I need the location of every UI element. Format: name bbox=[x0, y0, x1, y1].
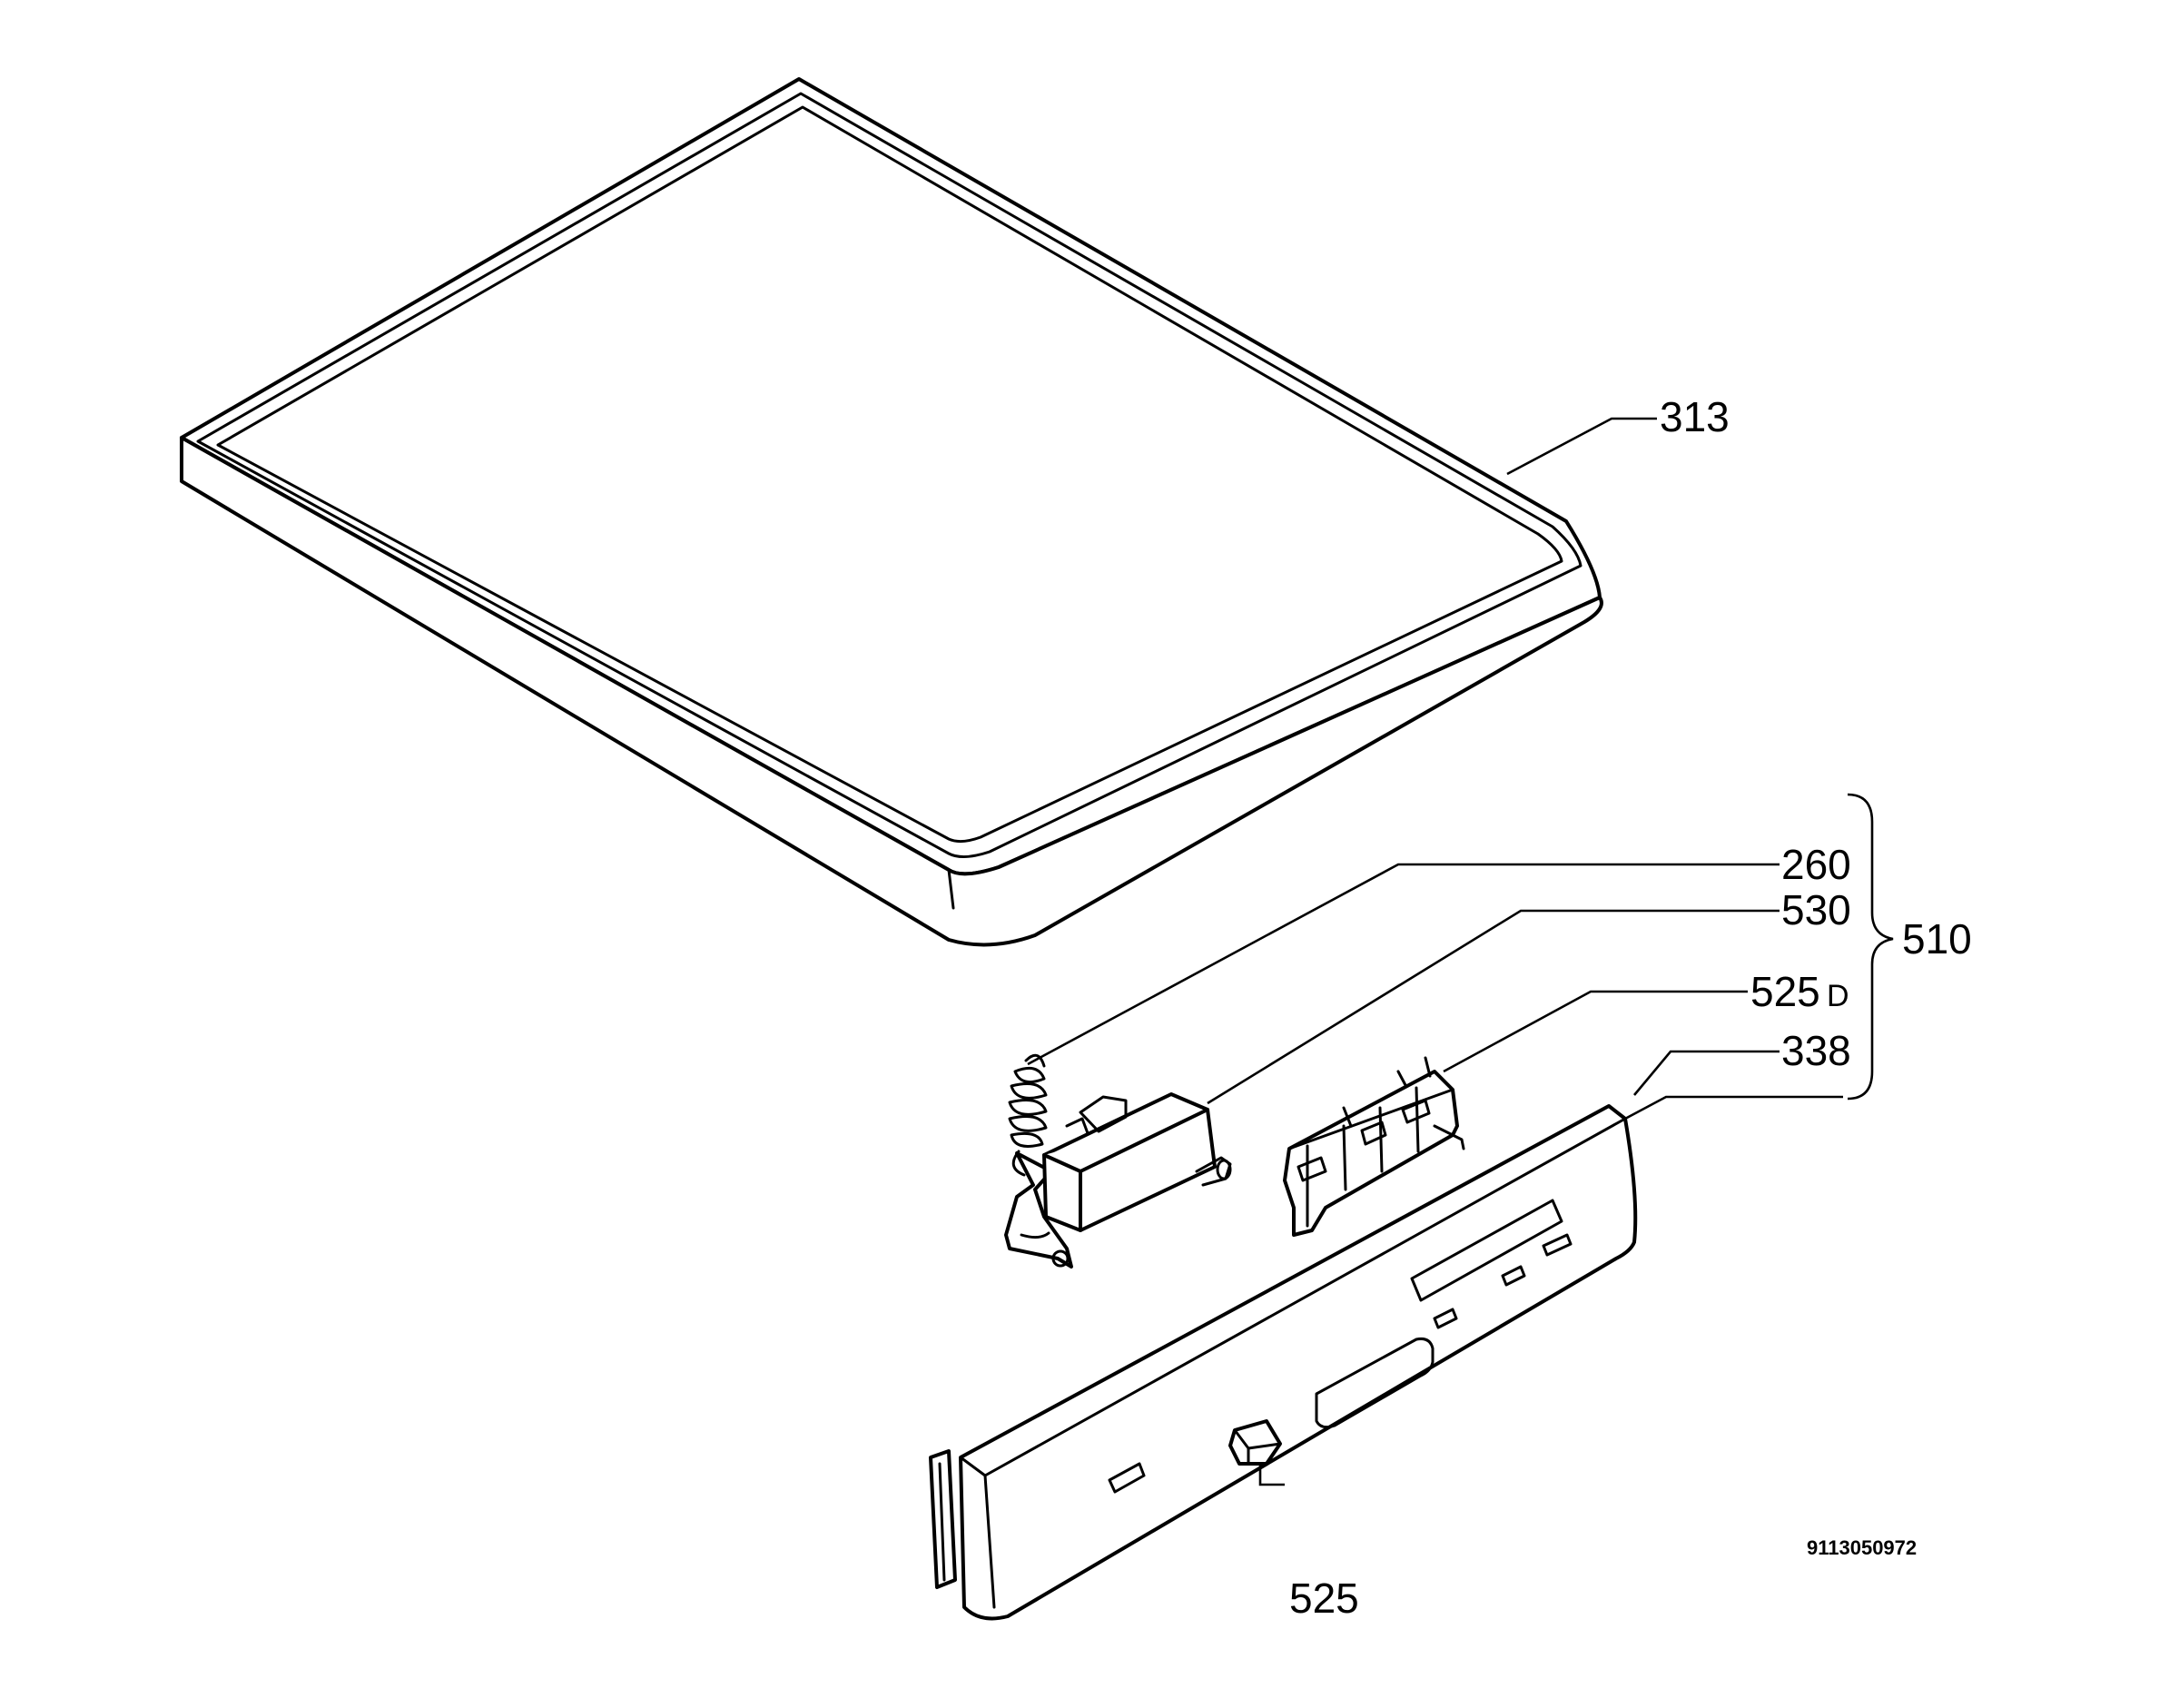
knob-part bbox=[1228, 1419, 1282, 1466]
control-panel-part bbox=[929, 1104, 1638, 1621]
callout-260: 260 bbox=[1781, 841, 1851, 888]
callout-530: 530 bbox=[1781, 886, 1851, 933]
electronic-board-part bbox=[1283, 1056, 1465, 1237]
callout-525d: 525 bbox=[1750, 968, 1820, 1015]
document-code: 9113050972 bbox=[1807, 1536, 1917, 1559]
callout-313: 313 bbox=[1660, 393, 1730, 440]
leader-lines bbox=[1027, 417, 1843, 1486]
handle-part bbox=[1004, 1092, 1232, 1269]
callout-525d-suffix: D bbox=[1827, 979, 1849, 1013]
callout-525-knob: 525 bbox=[1289, 1575, 1359, 1622]
callout-510: 510 bbox=[1902, 915, 1972, 963]
callout-338: 338 bbox=[1781, 1027, 1851, 1074]
group-brace bbox=[1847, 793, 1894, 1101]
top-cover-part bbox=[180, 77, 1603, 947]
